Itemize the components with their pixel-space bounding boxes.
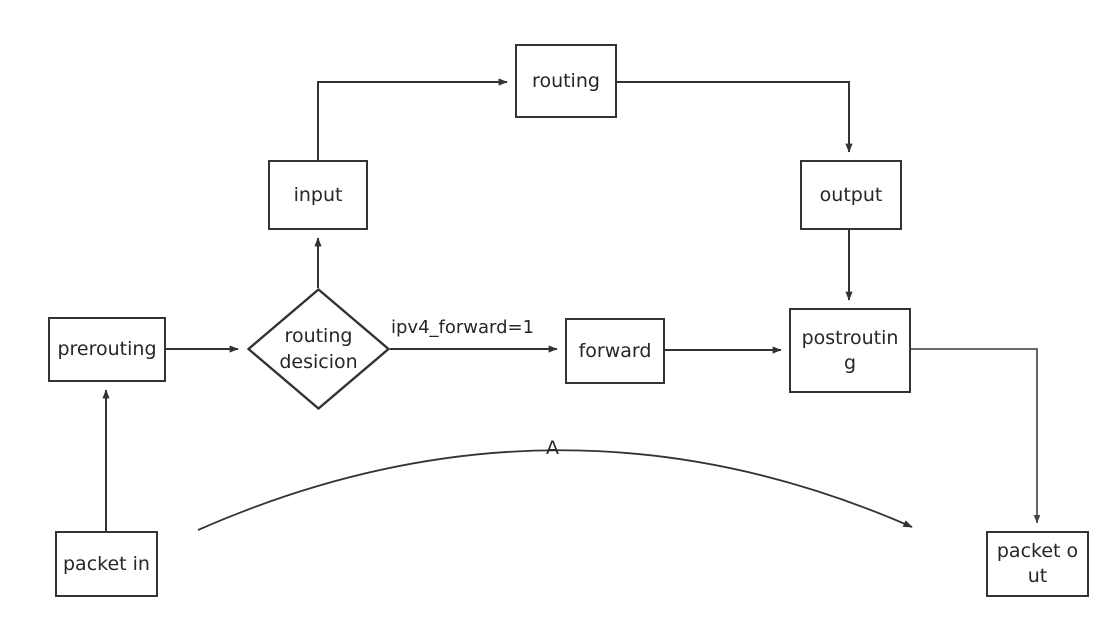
node-forward-label: forward: [578, 339, 652, 362]
node-input[interactable]: input: [268, 160, 368, 230]
node-output[interactable]: output: [800, 160, 902, 230]
node-input-label: input: [293, 183, 343, 206]
edge-label-arc-a: A: [546, 437, 559, 459]
node-output-label: output: [819, 183, 883, 206]
edge-arc-a: [197, 449, 913, 531]
node-packet-out[interactable]: packet out: [986, 531, 1089, 597]
node-forward[interactable]: forward: [565, 318, 665, 384]
node-packet-in[interactable]: packet in: [55, 531, 158, 597]
node-routing-desicion-label: routing desicion: [279, 325, 358, 373]
node-routing-desicion[interactable]: routing desicion: [247, 288, 390, 410]
node-routing[interactable]: routing: [515, 44, 617, 118]
edge-input-to-routing: [317, 78, 508, 160]
edge-routing-to-output: [617, 81, 853, 153]
node-prerouting[interactable]: prerouting: [48, 317, 166, 382]
edge-postrouting-to-packet-out: [911, 348, 1041, 524]
node-routing-label: routing: [532, 69, 600, 92]
node-packet-out-label: packet out: [996, 540, 1079, 587]
node-postrouting[interactable]: postrouting: [789, 308, 911, 393]
node-prerouting-label: prerouting: [57, 338, 157, 360]
edge-label-ipv4-forward: ipv4_forward=1: [391, 317, 535, 338]
diamond-shape: [247, 288, 390, 410]
node-packet-in-label: packet in: [63, 552, 150, 575]
node-postrouting-label: postrouting: [801, 326, 899, 374]
